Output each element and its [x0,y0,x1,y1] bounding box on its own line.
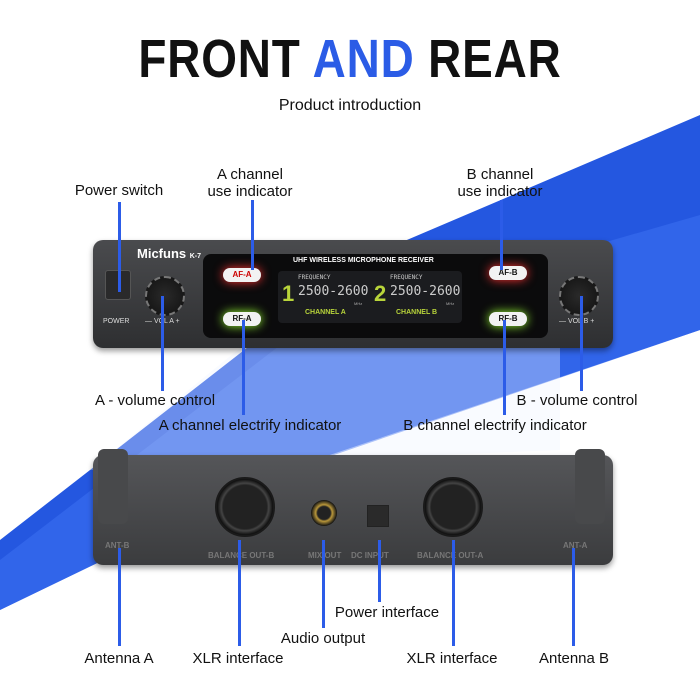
channel-2-number: 2 [374,281,387,306]
rear-panel: ANT-B BALANCE OUT-B MIX OUT DC INPUT BAL… [93,449,613,565]
callout-audio-output: Audio output [280,630,366,647]
leader-line [251,200,254,270]
callout-b-electrify: B channel electrify indicator [403,417,587,434]
callout-antenna-b: Antenna B [538,650,610,667]
xlr-out-a[interactable] [423,477,483,537]
front-panel: Micfuns K-7 POWER — VOL A + AF-A RF-A AF… [93,240,613,348]
ch2-frequency: 2500-2600 [390,284,461,299]
balance-out-a-label: BALANCE OUT-A [417,551,484,560]
leader-line [503,320,506,415]
ant-a-label: ANT-A [563,541,588,550]
mix-out-jack[interactable] [311,500,337,526]
leader-line [242,320,245,415]
antenna-a-connector[interactable] [575,449,605,524]
volume-b-knob[interactable] [559,276,599,316]
ant-b-label: ANT-B [105,541,130,550]
callout-power-switch: Power switch [74,182,164,199]
callout-b-volume: B - volume control [516,392,638,409]
balance-out-b-label: BALANCE OUT-B [208,551,275,560]
rf-b-indicator: RF-B [489,312,527,326]
ch1-frequency-label: FREQUENCY [298,274,331,281]
leader-line [580,296,583,391]
ch1-frequency: 2500-2600 [298,284,369,299]
power-label: POWER [103,318,130,325]
dc-input-label: DC INPUT [351,551,389,560]
leader-line [118,548,121,646]
callout-xlr-2: XLR interface [406,650,498,667]
callout-antenna-a: Antenna A [84,650,154,667]
volume-b-label: — VOL B + [559,318,595,325]
leader-line [161,296,164,391]
ch2-frequency-label: FREQUENCY [390,274,423,281]
callout-xlr-1: XLR interface [192,650,284,667]
volume-a-knob[interactable] [145,276,185,316]
display-window: AF-A RF-A AF-B RF-B UHF WIRELESS MICROPH… [203,254,548,338]
leader-line [118,202,121,292]
antenna-b-connector[interactable] [98,449,128,524]
callout-power-interface: Power interface [334,604,440,621]
xlr-out-b[interactable] [215,477,275,537]
dc-input-jack[interactable] [367,505,389,527]
leader-line [500,200,503,270]
af-b-indicator: AF-B [489,266,527,280]
leader-line [572,548,575,646]
leader-line [378,540,381,602]
leader-line [238,540,241,646]
page-title: FRONT AND REAR [138,29,562,89]
rf-a-indicator: RF-A [223,312,261,326]
brand-logo: Micfuns K-7 [137,246,202,261]
subtitle: Product introduction [278,97,422,114]
leader-line [322,540,325,628]
lcd-screen: 1 FREQUENCY 2500-2600 MHz CHANNEL A 2 FR… [278,271,462,323]
callout-a-volume: A - volume control [94,392,216,409]
ch2-unit: MHz [446,301,455,306]
display-title: UHF WIRELESS MICROPHONE RECEIVER [293,257,434,264]
leader-line [452,540,455,646]
channel-1-number: 1 [282,281,295,306]
callout-a-electrify: A channel electrify indicator [158,417,342,434]
ch1-unit: MHz [354,301,363,306]
af-a-indicator: AF-A [223,268,261,282]
ch2-channel: CHANNEL B [396,309,438,316]
ch1-channel: CHANNEL A [305,309,346,316]
